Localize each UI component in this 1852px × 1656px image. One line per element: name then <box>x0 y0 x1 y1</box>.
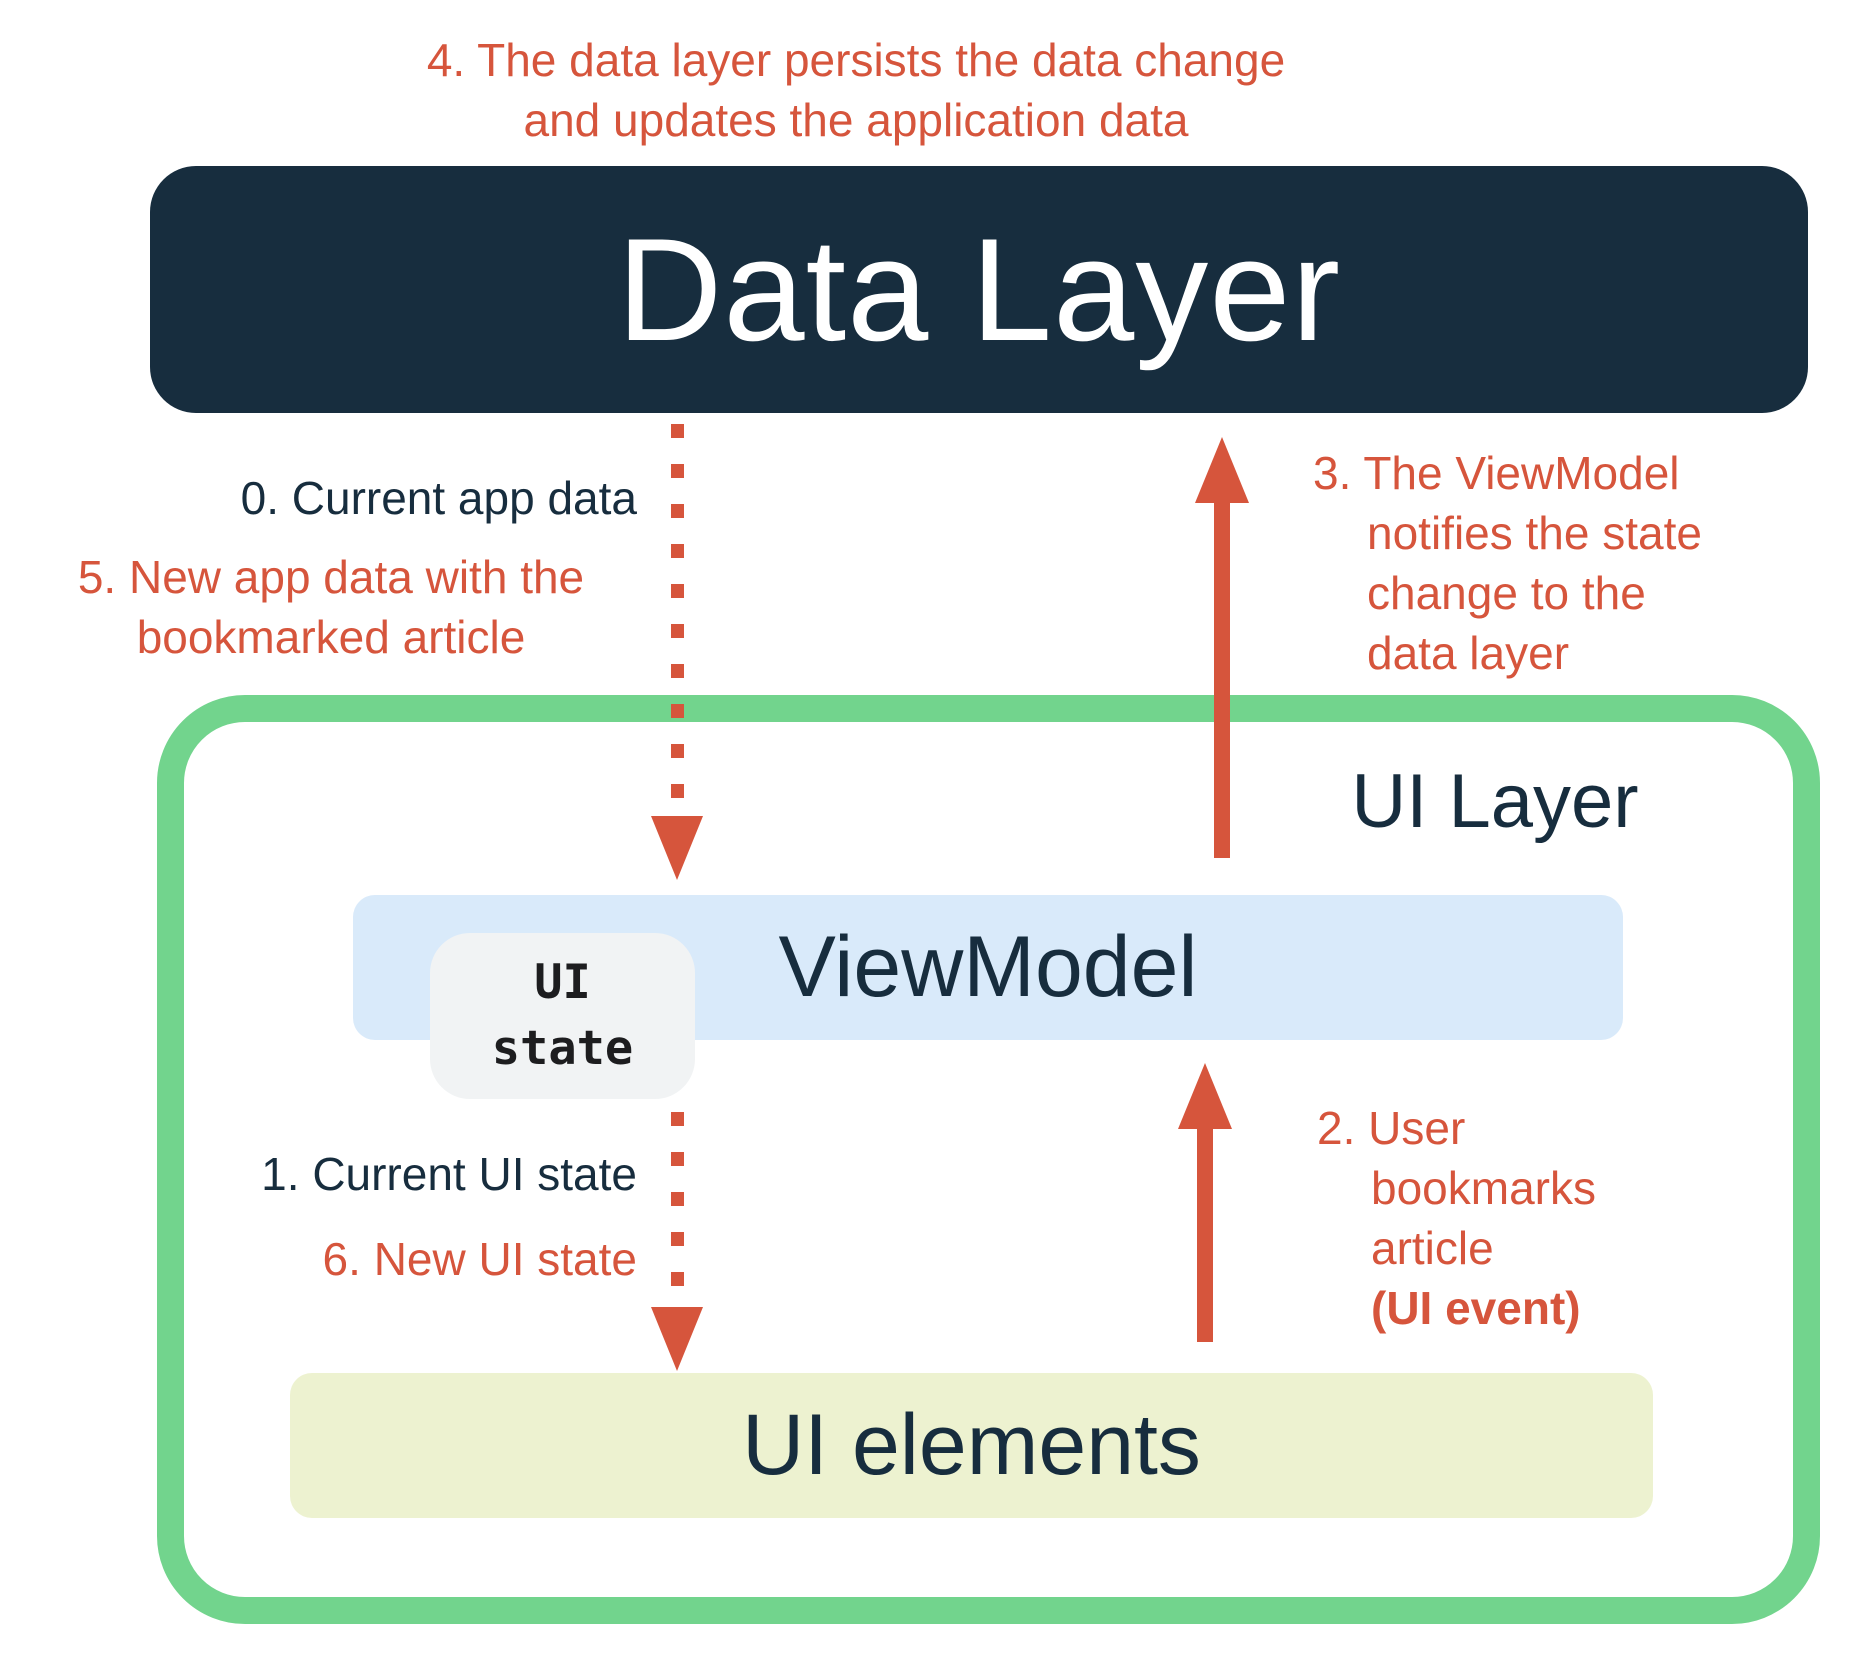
step2-label-line3: article <box>1371 1222 1494 1274</box>
step3-label-line4: data layer <box>1367 627 1570 679</box>
step2-label-line2: bookmarks <box>1371 1162 1596 1214</box>
step4-caption-line2: and updates the application data <box>523 94 1189 146</box>
step5-label: 5. New app data with the bookmarked arti… <box>22 547 640 667</box>
step2-label-line1: 2. User <box>1317 1102 1466 1154</box>
ui-state-badge: UI state <box>430 933 695 1099</box>
step2-label-line4-ui-event: (UI event) <box>1371 1282 1581 1334</box>
step3-label: 3. The ViewModel notifies the state chan… <box>1313 443 1733 683</box>
app-data-arrowhead-down-icon <box>651 816 703 880</box>
step2-label: 2. User bookmarks article (UI event) <box>1317 1098 1737 1338</box>
ui-elements-title: UI elements <box>742 1397 1201 1493</box>
step3-label-line3: change to the <box>1367 567 1646 619</box>
state-notify-up-arrow <box>1214 498 1230 858</box>
viewmodel-title: ViewModel <box>778 919 1198 1015</box>
app-data-dotted-arrow <box>671 424 684 816</box>
data-layer-title: Data Layer <box>616 207 1342 371</box>
ui-state-dotted-arrow <box>671 1112 684 1308</box>
step0-label: 0. Current app data <box>240 472 637 524</box>
state-notify-arrowhead-up-icon <box>1195 437 1249 503</box>
data-layer-box: Data Layer <box>150 166 1808 413</box>
ui-state-arrowhead-down-icon <box>651 1307 703 1371</box>
ui-event-up-arrow <box>1197 1125 1213 1342</box>
step4-caption-line1: 4. The data layer persists the data chan… <box>426 34 1286 86</box>
step4-caption: 4. The data layer persists the data chan… <box>376 30 1336 150</box>
step1-label: 1. Current UI state <box>261 1148 637 1200</box>
ui-elements-box: UI elements <box>290 1373 1653 1518</box>
step3-label-line2: notifies the state <box>1367 507 1702 559</box>
step6-label: 6. New UI state <box>322 1233 637 1285</box>
ui-layer-title: UI Layer <box>1351 759 1639 844</box>
step5-label-line2: bookmarked article <box>136 611 526 663</box>
ui-state-badge-line2: state <box>491 1021 634 1076</box>
ui-state-badge-line1: UI <box>534 955 591 1010</box>
step5-label-line1: 5. New app data with the <box>77 551 585 603</box>
ui-event-arrowhead-up-icon <box>1178 1063 1232 1129</box>
step3-label-line1: 3. The ViewModel <box>1313 447 1680 499</box>
ui-layer-box <box>157 695 1820 1624</box>
